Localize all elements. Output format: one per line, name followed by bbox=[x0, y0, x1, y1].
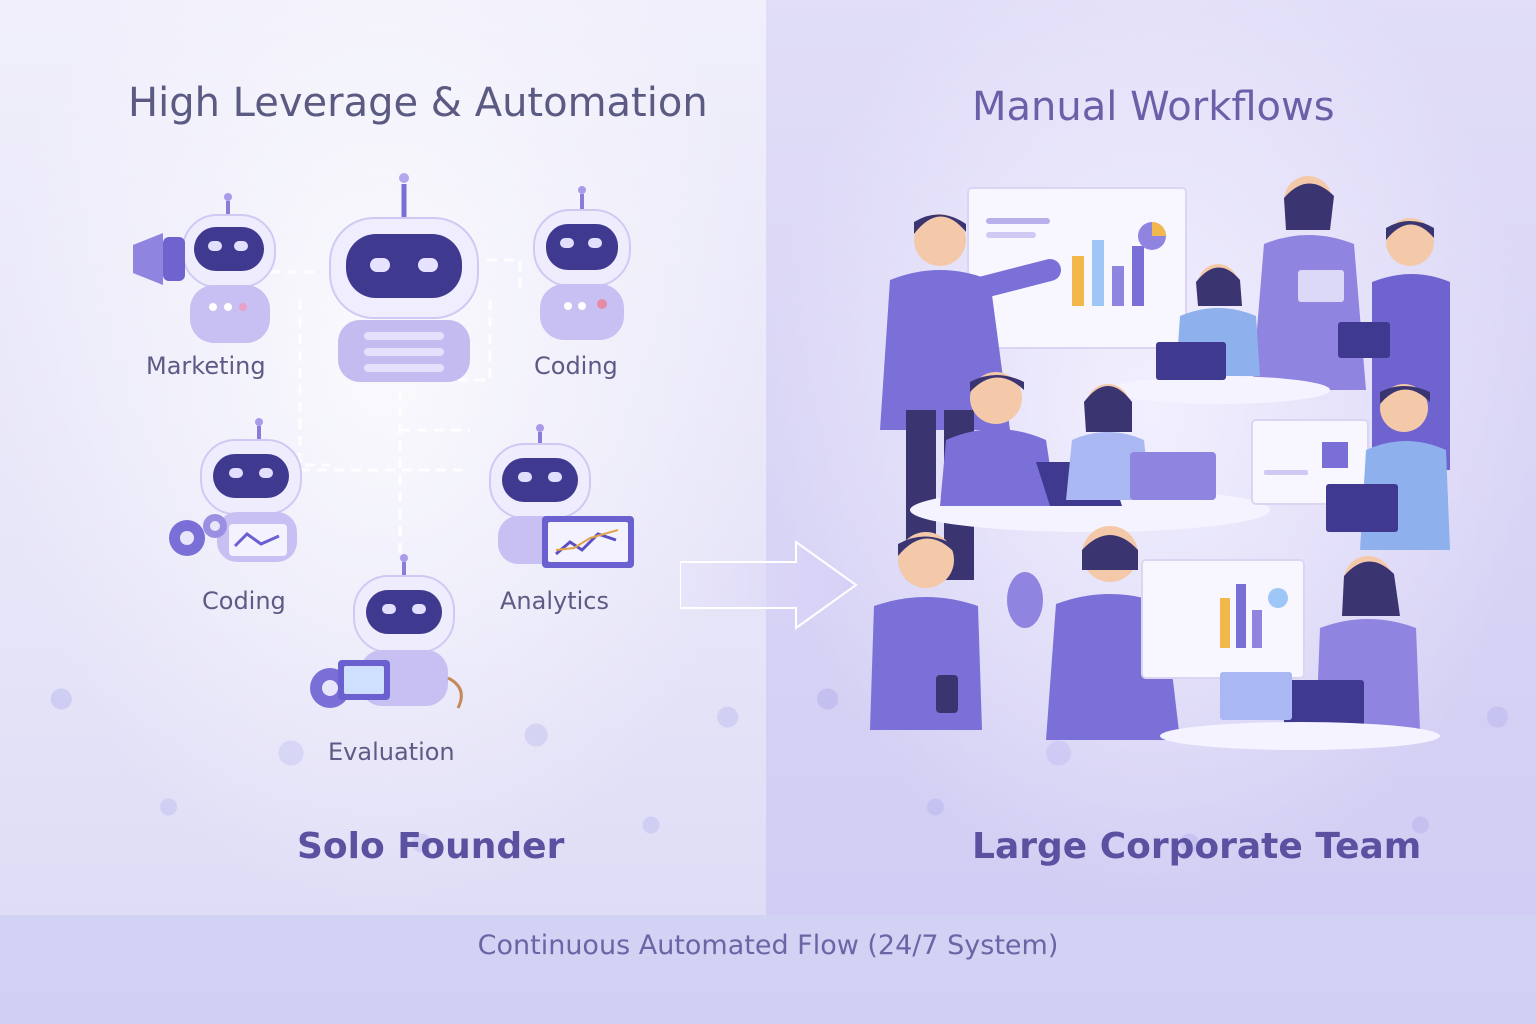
presentation-board bbox=[967, 187, 1187, 349]
left-title: High Leverage & Automation bbox=[128, 80, 708, 126]
robot-label-coding-bottom: Coding bbox=[202, 587, 286, 615]
bottom-caption: Continuous Automated Flow (24/7 System) bbox=[477, 930, 1059, 961]
person-laptop-woman bbox=[1066, 384, 1216, 500]
robot-analytics bbox=[489, 424, 634, 568]
person-seated-woman bbox=[1156, 264, 1260, 380]
left-panel bbox=[0, 0, 766, 915]
flow-arrow bbox=[680, 540, 858, 630]
robot-label-analytics: Analytics bbox=[500, 587, 609, 615]
robot-label-marketing: Marketing bbox=[146, 352, 266, 380]
robot-label-coding-top: Coding bbox=[534, 352, 618, 380]
robot-central bbox=[329, 173, 479, 382]
robot-coding-bottom bbox=[169, 418, 302, 562]
megaphone-icon bbox=[133, 233, 163, 285]
bottom-board bbox=[1141, 559, 1305, 679]
gear-icon bbox=[169, 514, 227, 556]
side-board bbox=[1251, 419, 1369, 505]
person-bottom-woman bbox=[1220, 556, 1420, 730]
left-subtitle: Solo Founder bbox=[297, 826, 565, 867]
robot-coding-top bbox=[533, 186, 631, 340]
robot-label-evaluation: Evaluation bbox=[328, 738, 455, 766]
person-right-seated bbox=[1326, 384, 1450, 550]
team-illustration bbox=[870, 176, 1450, 750]
person-megaphone bbox=[870, 532, 1043, 730]
right-subtitle: Large Corporate Team bbox=[972, 826, 1422, 867]
chart-icon bbox=[542, 516, 634, 568]
person-standing-woman bbox=[1252, 176, 1366, 390]
robot-evaluation bbox=[310, 554, 463, 709]
robot-connectors bbox=[270, 258, 522, 560]
right-title: Manual Workflows bbox=[972, 84, 1335, 130]
robot-marketing bbox=[133, 193, 276, 343]
